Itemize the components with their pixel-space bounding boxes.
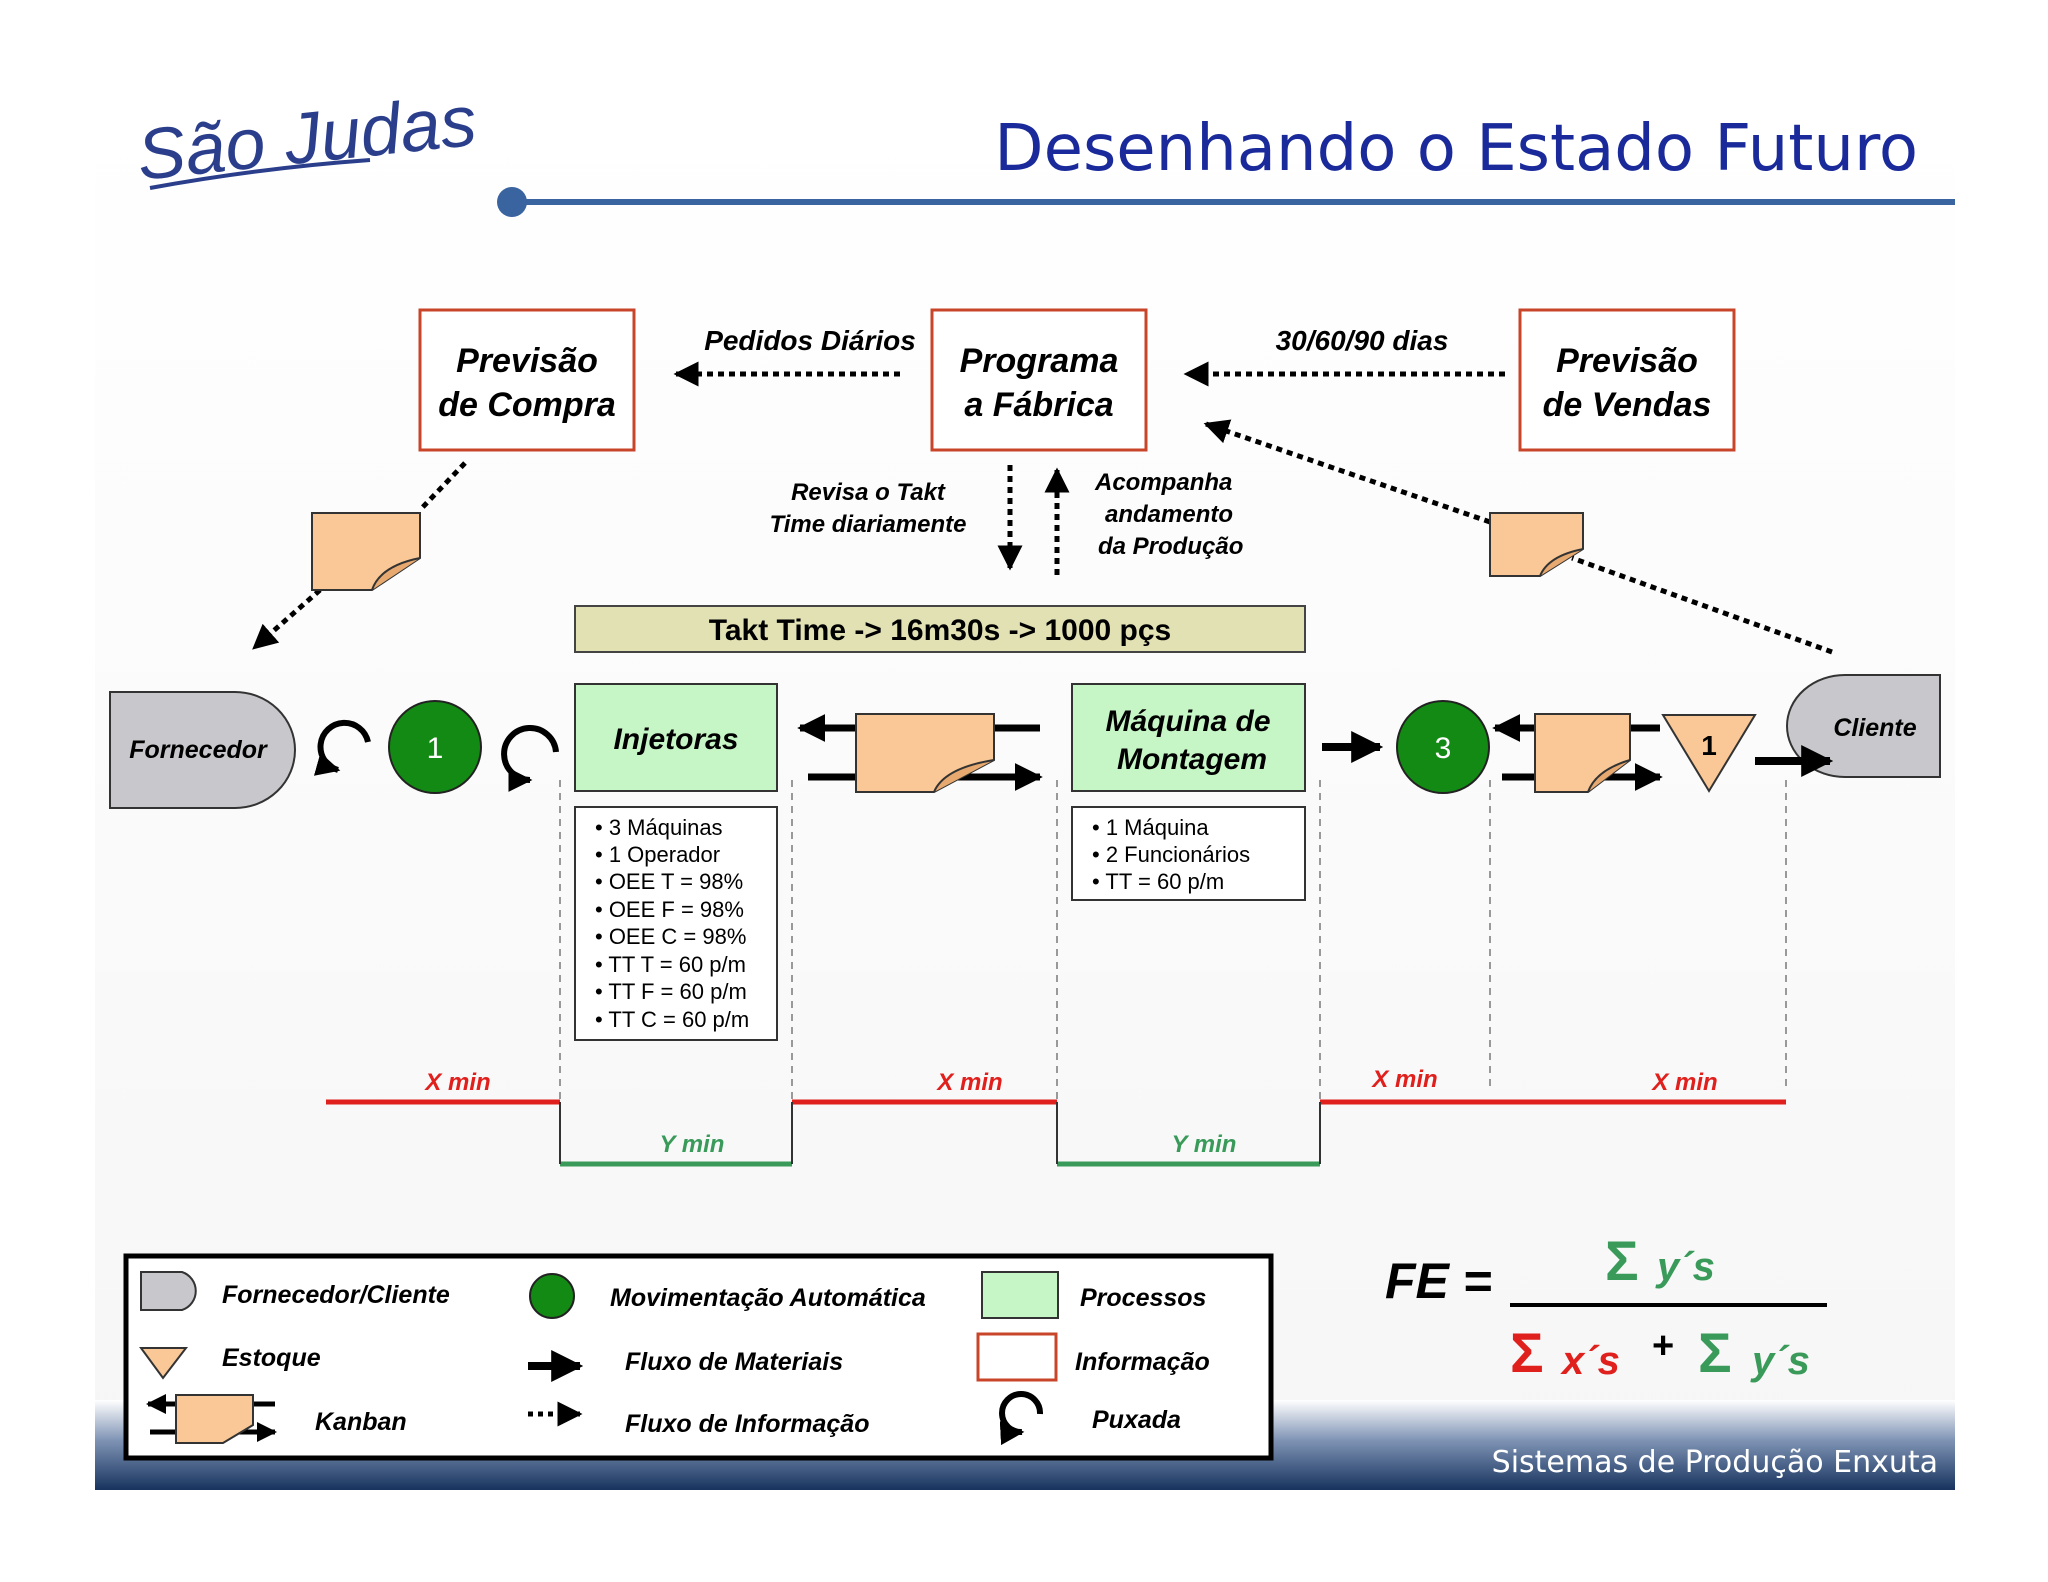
title-rule-dot — [497, 187, 527, 217]
process-injetoras-label: Injetoras — [613, 723, 738, 756]
cliente-label: Cliente — [1833, 714, 1916, 742]
legend-estoque-icon — [139, 1347, 189, 1380]
legend-processos-icon — [981, 1271, 1059, 1319]
svg-text:• TT T = 60 p/m: • TT T = 60 p/m — [595, 952, 746, 977]
label-acompanha-3: da Produção — [1098, 533, 1243, 560]
formula-plus: + — [1652, 1325, 1674, 1367]
label-acompanha-2: andamento — [1105, 501, 1233, 528]
estoque-triangle: 1 — [1661, 714, 1757, 793]
svg-text:• TT = 60 p/m: • TT = 60 p/m — [1092, 869, 1224, 894]
formula-sigma-x: Σ — [1510, 1321, 1544, 1384]
label-30-60-90-dias: 30/60/90 dias — [1276, 325, 1449, 356]
kanban-card-cliente — [1489, 512, 1584, 577]
svg-text:1: 1 — [1701, 730, 1717, 761]
svg-text:Previsão: Previsão — [1556, 342, 1698, 380]
svg-text:• 2 Funcionários: • 2 Funcionários — [1092, 842, 1250, 867]
footer-text: Sistemas de Produção Enxuta — [1492, 1445, 1938, 1480]
formula-sigma-numerator: Σ — [1605, 1229, 1639, 1292]
info-box-previsao-compra: Previsão de Compra — [418, 308, 636, 452]
legend-kanban-label: Kanban — [315, 1408, 407, 1436]
info-box-previsao-vendas: Previsão de Vendas — [1518, 308, 1736, 452]
svg-text:1: 1 — [427, 732, 444, 765]
legend: Fornecedor/Cliente Estoque Kanban Movime… — [123, 1253, 1274, 1461]
timeline-x-label-4: X min — [1650, 1069, 1717, 1096]
svg-text:• TT C = 60 p/m: • TT C = 60 p/m — [595, 1007, 749, 1032]
svg-text:de Vendas: de Vendas — [1543, 386, 1712, 424]
legend-movimentacao-label: Movimentação Automática — [610, 1284, 926, 1312]
formula: FE = Σ y´s Σ x´s + Σ y´s — [1385, 1229, 1827, 1384]
timeline-x-label-1: X min — [423, 1069, 490, 1096]
formula-lhs: FE = — [1385, 1253, 1492, 1309]
label-revisa-takt-1: Revisa o Takt — [791, 479, 946, 506]
svg-text:de Compra: de Compra — [438, 386, 616, 424]
svg-text:Previsão: Previsão — [456, 342, 598, 380]
fornecedor-label: Fornecedor — [129, 736, 268, 764]
svg-text:Montagem: Montagem — [1117, 743, 1267, 776]
data-box-injetoras: • 3 Máquinas • 1 Operador • OEE T = 98% … — [574, 806, 778, 1041]
legend-fluxo-materiais-label: Fluxo de Materiais — [625, 1348, 843, 1376]
kanban-near-cliente — [1492, 713, 1663, 793]
page-title: Desenhando o Estado Futuro — [994, 112, 1918, 186]
legend-puxada-icon — [999, 1391, 1044, 1446]
legend-puxada-label: Puxada — [1092, 1406, 1181, 1434]
timeline-x-label-3: X min — [1370, 1066, 1437, 1093]
puxada-icon-1 — [313, 719, 371, 776]
data-box-montagem: • 1 Máquina • 2 Funcionários • TT = 60 p… — [1071, 806, 1306, 901]
formula-denominator-y: y´s — [1750, 1339, 1810, 1383]
legend-fornecedor-label: Fornecedor/Cliente — [222, 1281, 450, 1309]
label-acompanha-1: Acompanha — [1094, 469, 1232, 496]
legend-fluxo-informacao-label: Fluxo de Informação — [625, 1410, 869, 1438]
svg-text:• OEE F = 98%: • OEE F = 98% — [595, 897, 744, 922]
info-box-programa-fabrica: Programa a Fábrica — [930, 308, 1148, 452]
formula-denominator-x: x´s — [1560, 1339, 1620, 1383]
legend-processos-label: Processos — [1080, 1284, 1207, 1312]
info-arrow-cliente-to-kanban — [1571, 555, 1833, 655]
svg-text:Máquina de: Máquina de — [1105, 705, 1270, 738]
formula-numerator: y´s — [1655, 1245, 1715, 1289]
legend-kanban-icon — [146, 1394, 277, 1444]
legend-informacao-icon — [976, 1332, 1058, 1382]
svg-text:Programa: Programa — [960, 342, 1119, 380]
svg-text:• TT F = 60 p/m: • TT F = 60 p/m — [595, 979, 747, 1004]
takt-time-bar — [574, 605, 1306, 653]
kanban-between-processes — [797, 713, 1043, 793]
info-arrow-kanban-to-fornecedor — [252, 588, 322, 650]
svg-text:• OEE T = 98%: • OEE T = 98% — [595, 869, 743, 894]
legend-fornecedor-icon — [140, 1271, 197, 1311]
timeline-y-label-1: Y min — [660, 1131, 725, 1158]
movimentacao-1: 1 — [388, 700, 482, 794]
svg-text:a Fábrica: a Fábrica — [964, 386, 1113, 424]
label-pedidos-diarios: Pedidos Diários — [704, 325, 916, 356]
takt-time-text: Takt Time -> 16m30s -> 1000 pçs — [709, 614, 1172, 647]
svg-text:• 1 Máquina: • 1 Máquina — [1092, 815, 1209, 840]
svg-text:3: 3 — [1435, 732, 1452, 765]
process-injetoras: Injetoras — [574, 683, 778, 792]
process-montagem: Máquina de Montagem — [1071, 683, 1306, 792]
kanban-card-compra — [311, 512, 421, 591]
movimentacao-3: 3 — [1396, 700, 1490, 794]
timeline-y-label-2: Y min — [1172, 1131, 1237, 1158]
legend-movimentacao-icon — [529, 1273, 575, 1319]
svg-text:• 3 Máquinas: • 3 Máquinas — [595, 815, 723, 840]
fornecedor-shape: Fornecedor — [109, 691, 296, 809]
svg-text:• OEE C = 98%: • OEE C = 98% — [595, 924, 746, 949]
puxada-icon-2 — [501, 725, 559, 792]
formula-sigma-y: Σ — [1698, 1321, 1732, 1384]
legend-informacao-label: Informação — [1075, 1348, 1210, 1376]
label-revisa-takt-2: Time diariamente — [770, 511, 967, 538]
legend-estoque-label: Estoque — [222, 1344, 321, 1372]
svg-text:• 1 Operador: • 1 Operador — [595, 842, 720, 867]
timeline-x-label-2: X min — [935, 1069, 1002, 1096]
